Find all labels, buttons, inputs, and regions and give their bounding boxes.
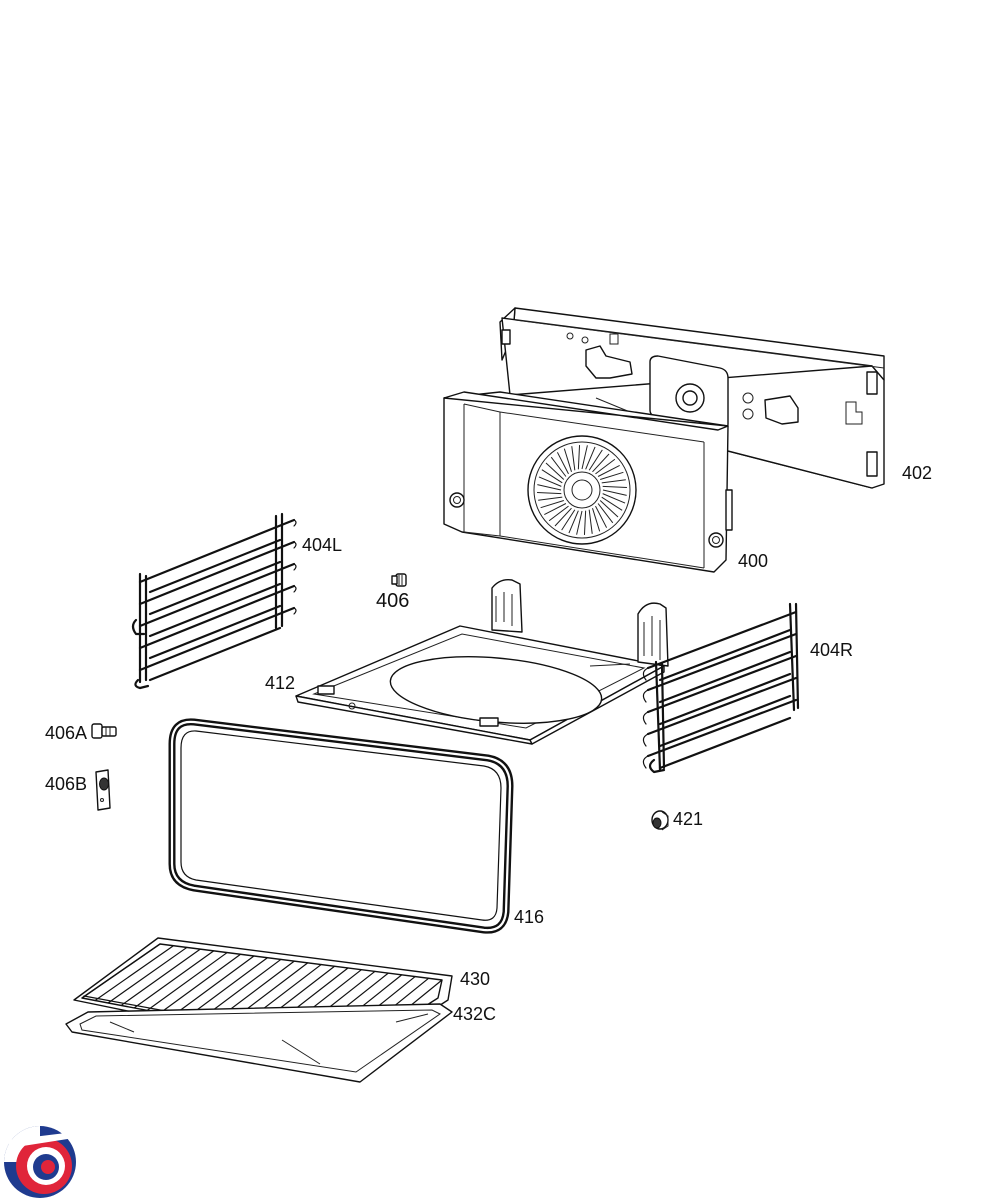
fan-slot bbox=[597, 503, 614, 524]
label-421: 421 bbox=[673, 809, 703, 829]
label-404L: 404L bbox=[302, 535, 342, 555]
label-430: 430 bbox=[460, 969, 490, 989]
rack-rod bbox=[120, 948, 201, 1007]
rack-rod bbox=[159, 953, 242, 1014]
fan-slot bbox=[592, 453, 610, 473]
part-400-fan-cover bbox=[443, 391, 733, 573]
fan-slot bbox=[588, 509, 593, 534]
part-404L-left-shelf-runner bbox=[131, 512, 297, 690]
label-412: 412 bbox=[265, 673, 295, 693]
fan-slot bbox=[597, 464, 620, 477]
fan-slot bbox=[595, 458, 616, 475]
rack-rod bbox=[146, 951, 228, 1011]
fan-slot bbox=[537, 484, 562, 491]
part-432C-baking-tray bbox=[65, 1003, 453, 1083]
label-432C: 432C bbox=[453, 1004, 496, 1024]
fan-slot bbox=[600, 471, 624, 480]
fan-slot bbox=[538, 476, 562, 487]
fan-slot bbox=[592, 508, 601, 532]
fan-slot bbox=[583, 510, 587, 535]
fan-slot bbox=[544, 503, 567, 516]
label-416: 416 bbox=[514, 907, 544, 927]
part-421-knob bbox=[651, 810, 669, 831]
fan-slot bbox=[568, 510, 579, 534]
fan-slot bbox=[601, 479, 626, 484]
fan-slot bbox=[550, 456, 567, 477]
rack-rod bbox=[133, 950, 215, 1009]
fan-slot bbox=[556, 452, 569, 475]
label-402: 402 bbox=[902, 463, 932, 483]
fan-slot bbox=[602, 489, 627, 496]
part-416-door-gasket bbox=[168, 718, 514, 934]
brand-logo bbox=[4, 1126, 76, 1198]
label-404R: 404R bbox=[810, 640, 853, 660]
fan-slot bbox=[581, 445, 588, 470]
fan-slot bbox=[599, 500, 619, 518]
fan-slot bbox=[563, 448, 572, 472]
label-406: 406 bbox=[376, 590, 409, 612]
fan-slot bbox=[602, 493, 626, 504]
fan-slot bbox=[576, 510, 583, 535]
label-406B: 406B bbox=[45, 774, 87, 794]
fan-slot bbox=[538, 496, 563, 501]
fan-slot bbox=[548, 505, 569, 522]
rack-rod bbox=[94, 945, 175, 1002]
fan-slot bbox=[585, 446, 596, 470]
fan-slot bbox=[545, 462, 565, 480]
part-406B-bracket bbox=[95, 769, 111, 811]
fan-slot bbox=[601, 496, 623, 511]
fan-slot bbox=[561, 509, 576, 531]
fan-slot bbox=[595, 505, 608, 528]
fan-slot bbox=[602, 485, 627, 489]
part-412-fan-frame bbox=[295, 578, 669, 745]
fan-slot bbox=[554, 507, 572, 527]
rack-rod bbox=[81, 943, 161, 999]
fan-slot bbox=[541, 469, 563, 484]
fan-slot bbox=[537, 491, 562, 495]
fan-slot bbox=[588, 449, 603, 471]
fan-slot bbox=[577, 445, 581, 470]
label-400: 400 bbox=[738, 551, 768, 571]
rack-rod bbox=[185, 957, 269, 1019]
part-404R-right-shelf-runner bbox=[642, 602, 800, 774]
rack-rod bbox=[107, 946, 188, 1004]
part-406A-bolt bbox=[91, 723, 117, 739]
fan-slot bbox=[571, 446, 576, 471]
label-406A: 406A bbox=[45, 723, 87, 743]
rack-rod bbox=[172, 955, 255, 1016]
fan-slot bbox=[540, 500, 564, 509]
part-406-screw bbox=[391, 573, 407, 587]
